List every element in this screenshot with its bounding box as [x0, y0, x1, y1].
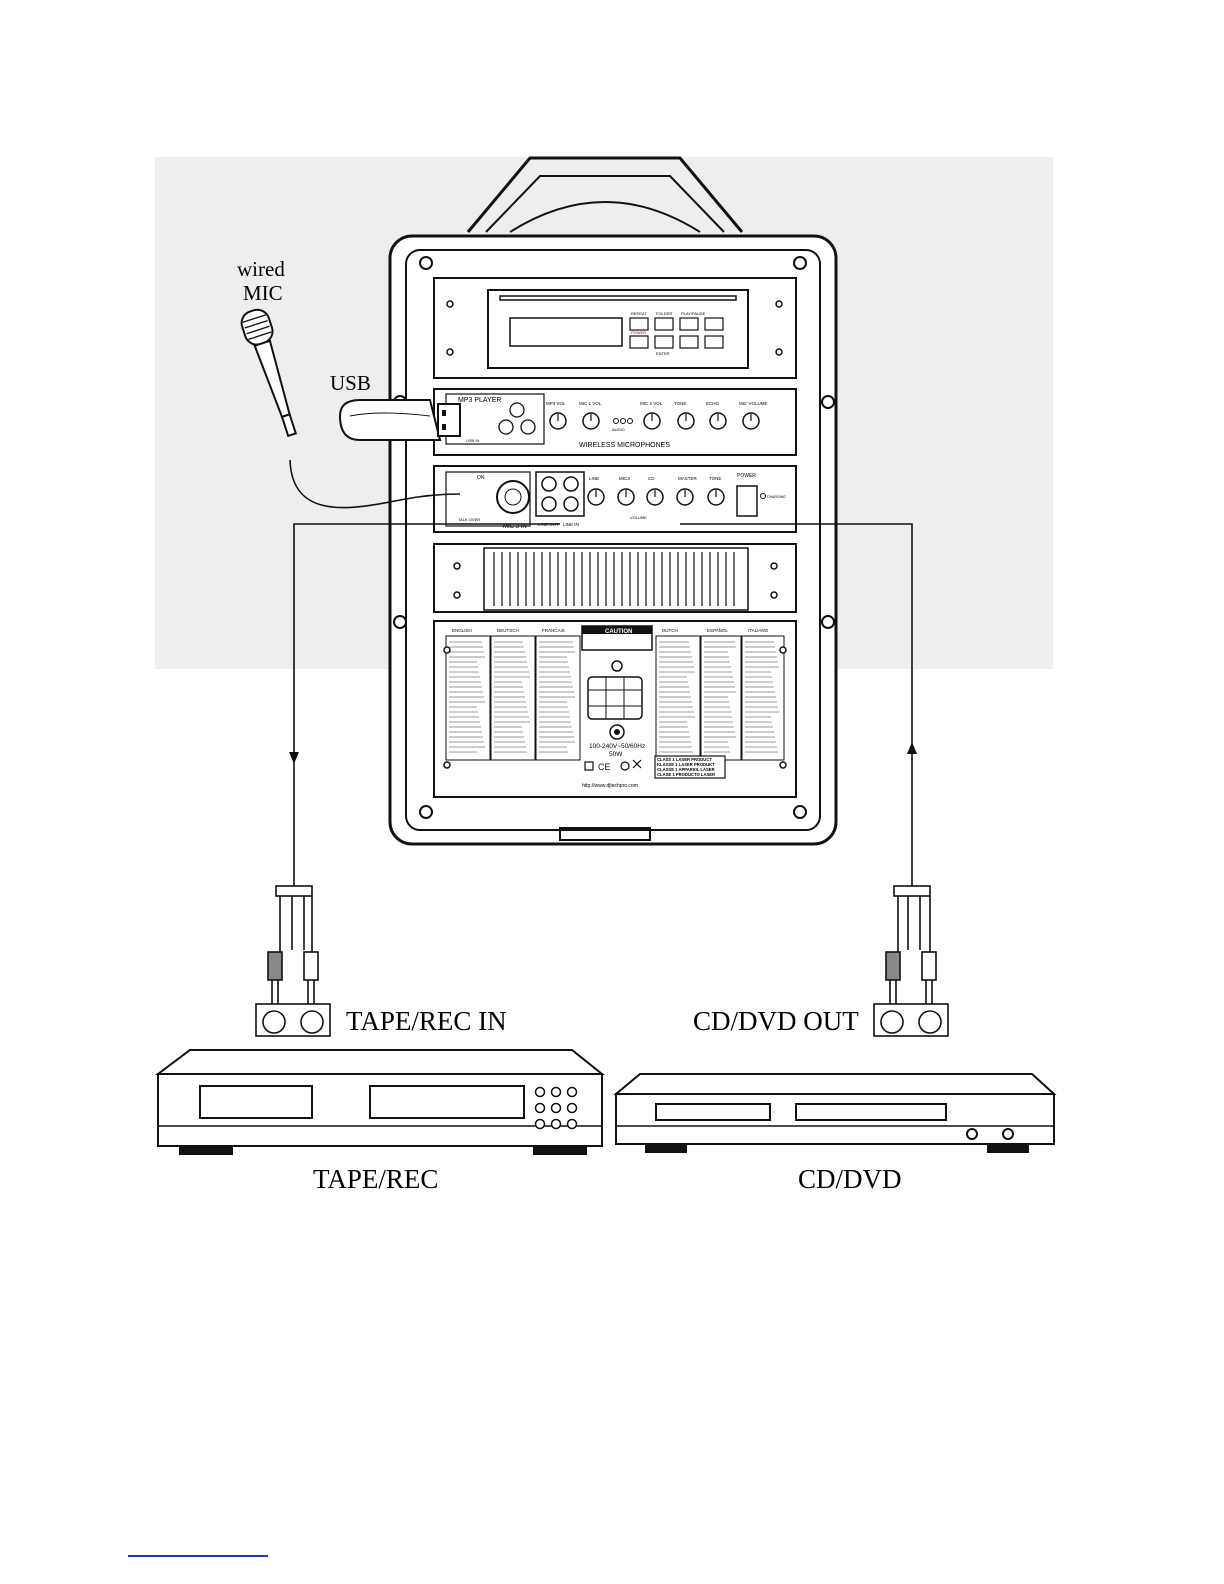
cd-enter-label: ENTER	[656, 351, 670, 356]
language-columns: ENGLISH DEUTSCH FRANCAIS DUTCH ESPAÑOL ITALIA…	[445, 627, 785, 761]
language-label: ENGLISH	[452, 628, 472, 633]
rca-plug-right	[885, 885, 937, 1010]
line-out-cable	[293, 523, 560, 886]
charging-led	[760, 493, 766, 499]
mp3-next-button	[520, 419, 536, 435]
cd-player-panel: REPEAT FOLDER PLAY/PAUSE POWER ENTER	[433, 277, 797, 379]
cert-marks: CE	[584, 759, 642, 772]
knob-label: MP3 VOL	[546, 401, 566, 406]
laser-line-4: CLASE 1 PRODUCTO LASER	[657, 772, 715, 777]
mp3-prev-button	[498, 419, 514, 435]
cabinet-screws	[393, 256, 835, 819]
knob-label: MASTER	[678, 476, 698, 481]
rca-socket-cd-out	[873, 1003, 949, 1037]
language-column	[445, 635, 491, 761]
tape-rec-label: TAPE/REC	[313, 1164, 438, 1194]
rca-plug-left	[267, 885, 319, 1010]
cd-play-label: PLAY/PAUSE	[681, 311, 706, 316]
laser-line-2: KLASSE 1 LASER PRODUKT	[657, 762, 715, 767]
rca-socket-tape-in	[255, 1003, 331, 1037]
mixer-knob-row: LINE MIC3 CD MASTER TONE	[587, 476, 725, 506]
language-column	[741, 635, 785, 761]
mp3-knob-row: MP3 VOL MIC 1 VOL MIC 2 VOL TONE ECHO MIC VOL…	[546, 401, 768, 430]
language-label: ESPAÑOL	[707, 627, 728, 633]
usb-stick-icon	[338, 399, 461, 441]
wired-mic-label-1: wired	[237, 257, 285, 281]
cd-buttons	[629, 317, 724, 349]
arrow-down-icon	[289, 752, 299, 764]
footer-rule	[128, 1555, 268, 1557]
power-label: POWER	[737, 473, 756, 479]
mic3-jack	[496, 480, 530, 514]
usb-in-label: USB IN	[466, 438, 479, 443]
tape-rec-deck-icon	[155, 1049, 605, 1155]
knob-label: ECHO	[706, 401, 720, 406]
mp3-button	[509, 402, 525, 418]
language-label: ITALIANO	[748, 628, 769, 633]
website-url: http://www.djtechpro.com	[582, 783, 638, 789]
tape-rec-in-label: TAPE/REC IN	[346, 1006, 507, 1036]
knob-label: MIC 2 VOL	[640, 401, 663, 406]
power-watts: 50W	[609, 751, 623, 758]
mic3-in-label: MIC 3 IN	[503, 524, 527, 530]
language-column	[490, 635, 536, 761]
language-column	[700, 635, 742, 761]
mp3-panel: MP3 PLAYER USB IN MP3 VOL MIC 1 VOL MIC 2 …	[433, 388, 797, 456]
language-label: FRANCAIS	[542, 628, 565, 633]
knob-label: TONE	[674, 401, 686, 406]
usb-label: USB	[330, 371, 371, 395]
arrow-up-icon	[907, 742, 917, 754]
volume-label: VOLUME	[630, 515, 647, 520]
cd-dvd-label: CD/DVD	[798, 1164, 902, 1194]
knob-label: LINE	[589, 476, 599, 481]
audio-label: AUDIO	[612, 427, 625, 432]
cd-repeat-label: REPEAT	[631, 311, 647, 316]
on-label: ON	[477, 475, 485, 481]
laser-line-1: CLASS 1 LASER PRODUCT	[657, 757, 712, 762]
knob-label: MIC VOLUME	[739, 401, 768, 406]
wired-mic-label-2: MIC	[243, 281, 283, 305]
laser-label-box	[654, 755, 726, 779]
line-in-cable	[680, 523, 913, 886]
rca-jacks	[535, 471, 585, 517]
led-indicator	[611, 660, 623, 672]
talk-over-label: TALK OVER	[458, 517, 480, 522]
power-switch	[736, 485, 758, 517]
wired-microphone-icon	[240, 308, 298, 438]
laser-line-3: CLASSE 1 APPAREIL LASER	[657, 767, 715, 772]
cd-display	[509, 317, 623, 347]
heatsink-panel	[433, 543, 797, 613]
knob-label: MIC3	[619, 476, 630, 481]
language-column	[535, 635, 581, 761]
cd-power-label: POWER	[631, 330, 646, 335]
mp3-player-title: MP3 PLAYER	[458, 397, 501, 404]
caution-label: CAUTION	[605, 629, 632, 635]
cd-dvd-player-icon	[613, 1073, 1057, 1153]
signal-lines	[293, 523, 913, 886]
wireless-microphones-label: WIRELESS MICROPHONES	[579, 442, 670, 449]
knob-label: TONE	[709, 476, 721, 481]
language-label: DEUTSCH	[497, 628, 519, 633]
knob-label: CD	[648, 476, 655, 481]
knob-label: MIC 1 VOL	[579, 401, 602, 406]
audio-leds	[613, 418, 633, 424]
speaker-handle	[466, 156, 744, 233]
mixer-panel: ON TALK OVER MIC 3 IN LINE OUT LINE IN L…	[433, 465, 797, 533]
info-panel: ENGLISH DEUTSCH FRANCAIS DUTCH ESPAÑOL ITALIA…	[433, 620, 797, 798]
charging-label: CHARGING	[767, 495, 786, 499]
dpad	[587, 676, 643, 720]
power-rating: 100-240V~50/60Hz	[589, 743, 645, 750]
svg-text:CE: CE	[598, 762, 611, 772]
mic-cable	[289, 459, 461, 509]
cd-dvd-out-label: CD/DVD OUT	[693, 1006, 859, 1036]
cd-folder-label: FOLDER	[656, 311, 672, 316]
language-column	[655, 635, 701, 761]
line-in-label: LINE IN	[563, 522, 579, 527]
language-label: DUTCH	[662, 628, 678, 633]
